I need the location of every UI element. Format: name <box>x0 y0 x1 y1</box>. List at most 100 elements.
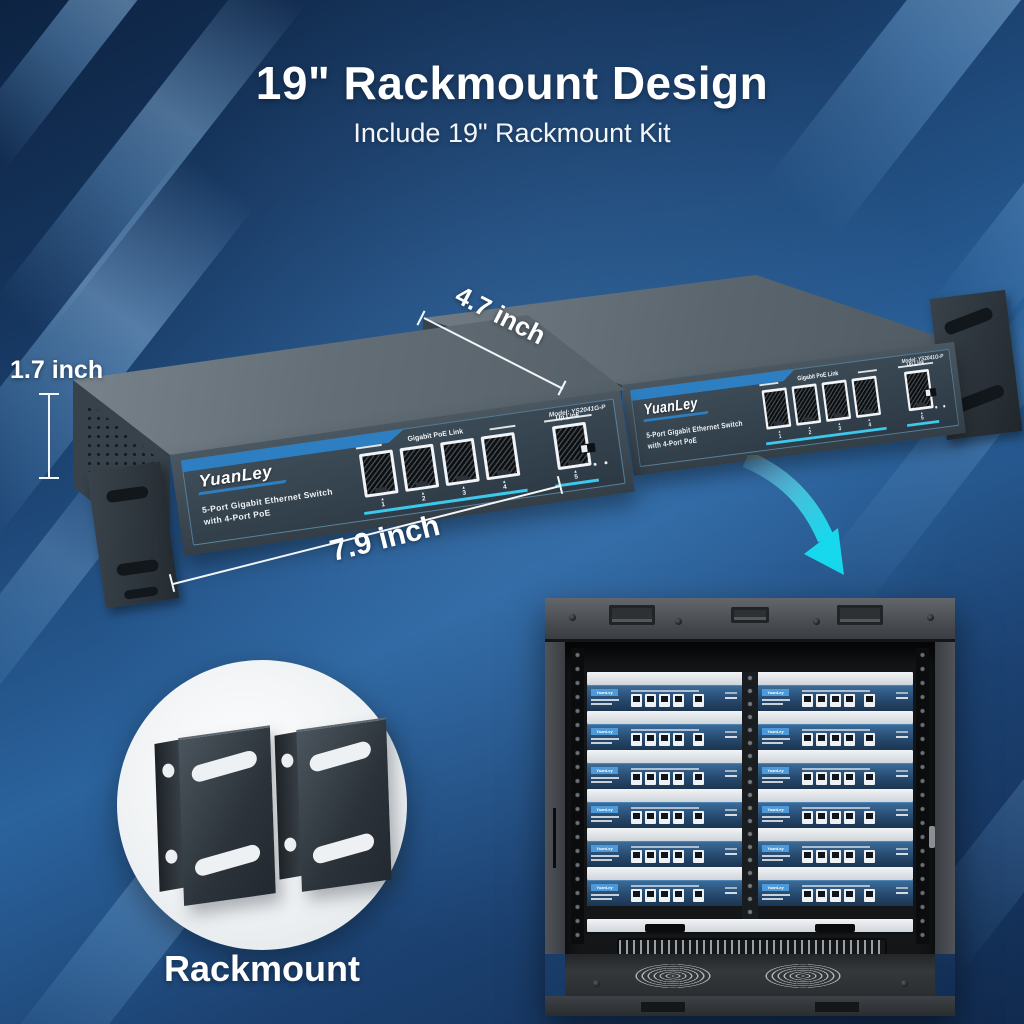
base-notch <box>641 1002 685 1012</box>
door-latch <box>929 826 935 848</box>
mini-ports <box>802 772 875 785</box>
poe-port-group: Gigabit PoE Link 1234 <box>760 365 887 446</box>
mini-ports <box>631 694 704 707</box>
rack-rail-left <box>571 648 584 944</box>
rack-cabinet-photo: YuanLey YuanLey <box>545 598 955 1016</box>
rj45-port <box>851 375 882 419</box>
rack-switch-unit: YuanLey <box>587 841 742 867</box>
ear-slot <box>115 558 160 577</box>
bracket-face <box>296 717 392 892</box>
rackmount-bracket <box>274 717 396 892</box>
rack-row: YuanLey YuanLey <box>587 880 913 906</box>
rj45-port <box>399 443 440 492</box>
rack-switch-unit: YuanLey <box>758 763 913 789</box>
height-dimension-line <box>48 394 50 478</box>
rack-switch-unit: YuanLey <box>587 685 742 711</box>
ear-slot <box>942 306 995 337</box>
bracket-face <box>178 725 276 907</box>
rack-rail-center <box>742 672 758 919</box>
rack-switch-unit: YuanLey <box>587 802 742 828</box>
mini-ports <box>802 889 875 902</box>
rj45-port <box>761 387 792 430</box>
mini-ports <box>631 850 704 863</box>
cabinet-top-frame <box>545 598 955 642</box>
ear-handle-cutout <box>123 586 159 600</box>
mini-ports <box>631 811 704 824</box>
rack-unit-brand-chip: YuanLey <box>762 884 789 891</box>
rj45-jack <box>402 446 436 489</box>
rj45-port <box>480 431 521 481</box>
rj45-port <box>821 379 852 422</box>
rack-row: YuanLey YuanLey <box>587 802 913 828</box>
rj45-port <box>358 449 399 498</box>
bracket-slot <box>308 739 373 774</box>
bracket-slot <box>193 842 262 878</box>
mini-ports <box>631 772 704 785</box>
bracket-badge-circle <box>117 660 407 950</box>
rj45-jack <box>823 382 849 420</box>
blank-panel <box>587 919 913 932</box>
rack-row: YuanLey YuanLey <box>587 841 913 867</box>
cable-clamp <box>645 924 685 932</box>
page-title: 19" Rackmount Design <box>255 57 769 109</box>
rack-switch-unit: YuanLey <box>758 802 913 828</box>
rj45-port <box>439 437 480 487</box>
mini-ports <box>802 733 875 746</box>
ear-slot <box>105 485 149 504</box>
cable-clamp <box>815 924 855 932</box>
dimension-tick <box>39 393 59 395</box>
bracket-slot <box>311 831 376 866</box>
cabinet-right-wall <box>935 642 955 954</box>
rj45-jack <box>764 390 789 427</box>
rack-switch-unit: YuanLey <box>587 724 742 750</box>
rack-unit-brand-chip: YuanLey <box>591 689 618 696</box>
rack-unit-brand-chip: YuanLey <box>591 884 618 891</box>
rack-unit-brand-chip: YuanLey <box>762 806 789 813</box>
cabinet-left-wall <box>545 642 565 954</box>
page-subtitle: Include 19" Rackmount Kit <box>353 118 671 148</box>
mini-ports <box>631 733 704 746</box>
rack-switch-unit: YuanLey <box>758 685 913 711</box>
rack-unit-brand-chip: YuanLey <box>762 845 789 852</box>
mini-ports <box>802 811 875 824</box>
rack-row: YuanLey YuanLey <box>587 685 913 711</box>
rack-unit-brand-chip: YuanLey <box>762 767 789 774</box>
rack-switch-unit: YuanLey <box>758 841 913 867</box>
rj45-jack <box>362 452 396 495</box>
cabinet-base <box>545 996 955 1016</box>
bracket-badge-caption: Rackmount <box>163 948 361 989</box>
height-dimension-label: 1.7 inch <box>10 356 104 384</box>
rj45-jack <box>853 378 879 416</box>
mounting-tab <box>837 605 883 625</box>
rack-unit-brand-chip: YuanLey <box>762 689 789 696</box>
rj45-port <box>791 383 822 426</box>
dip-switch <box>578 442 596 454</box>
fan-vent <box>765 964 841 988</box>
led-indicators <box>934 404 946 409</box>
cabinet-floor <box>565 954 935 996</box>
mini-ports <box>802 694 875 707</box>
rack-switch-unit: YuanLey <box>587 880 742 906</box>
rack-unit-brand-chip: YuanLey <box>591 728 618 735</box>
rack-row: YuanLey YuanLey <box>587 724 913 750</box>
fan-vent <box>635 964 711 988</box>
rack-stack: YuanLey YuanLey <box>587 672 913 906</box>
led-indicators <box>593 461 608 467</box>
mini-ports <box>631 889 704 902</box>
rack-rail-right <box>916 648 929 944</box>
rack-switch-unit: YuanLey <box>587 763 742 789</box>
rack-row: YuanLey YuanLey <box>587 763 913 789</box>
dimension-tick <box>39 477 59 479</box>
switch-photo-left: YuanLey 5-Port Gigabit Ethernet Switch w… <box>40 270 660 610</box>
rackmount-bracket <box>154 725 280 907</box>
bracket-slot <box>190 748 259 784</box>
rack-unit-brand-chip: YuanLey <box>591 845 618 852</box>
base-notch <box>815 1002 859 1012</box>
down-right-arrow-icon <box>742 455 844 575</box>
rack-switch-unit: YuanLey <box>758 724 913 750</box>
dip-switch <box>923 387 937 398</box>
rj45-jack <box>793 386 819 423</box>
rack-unit-brand-chip: YuanLey <box>762 728 789 735</box>
rj45-jack <box>443 441 477 483</box>
